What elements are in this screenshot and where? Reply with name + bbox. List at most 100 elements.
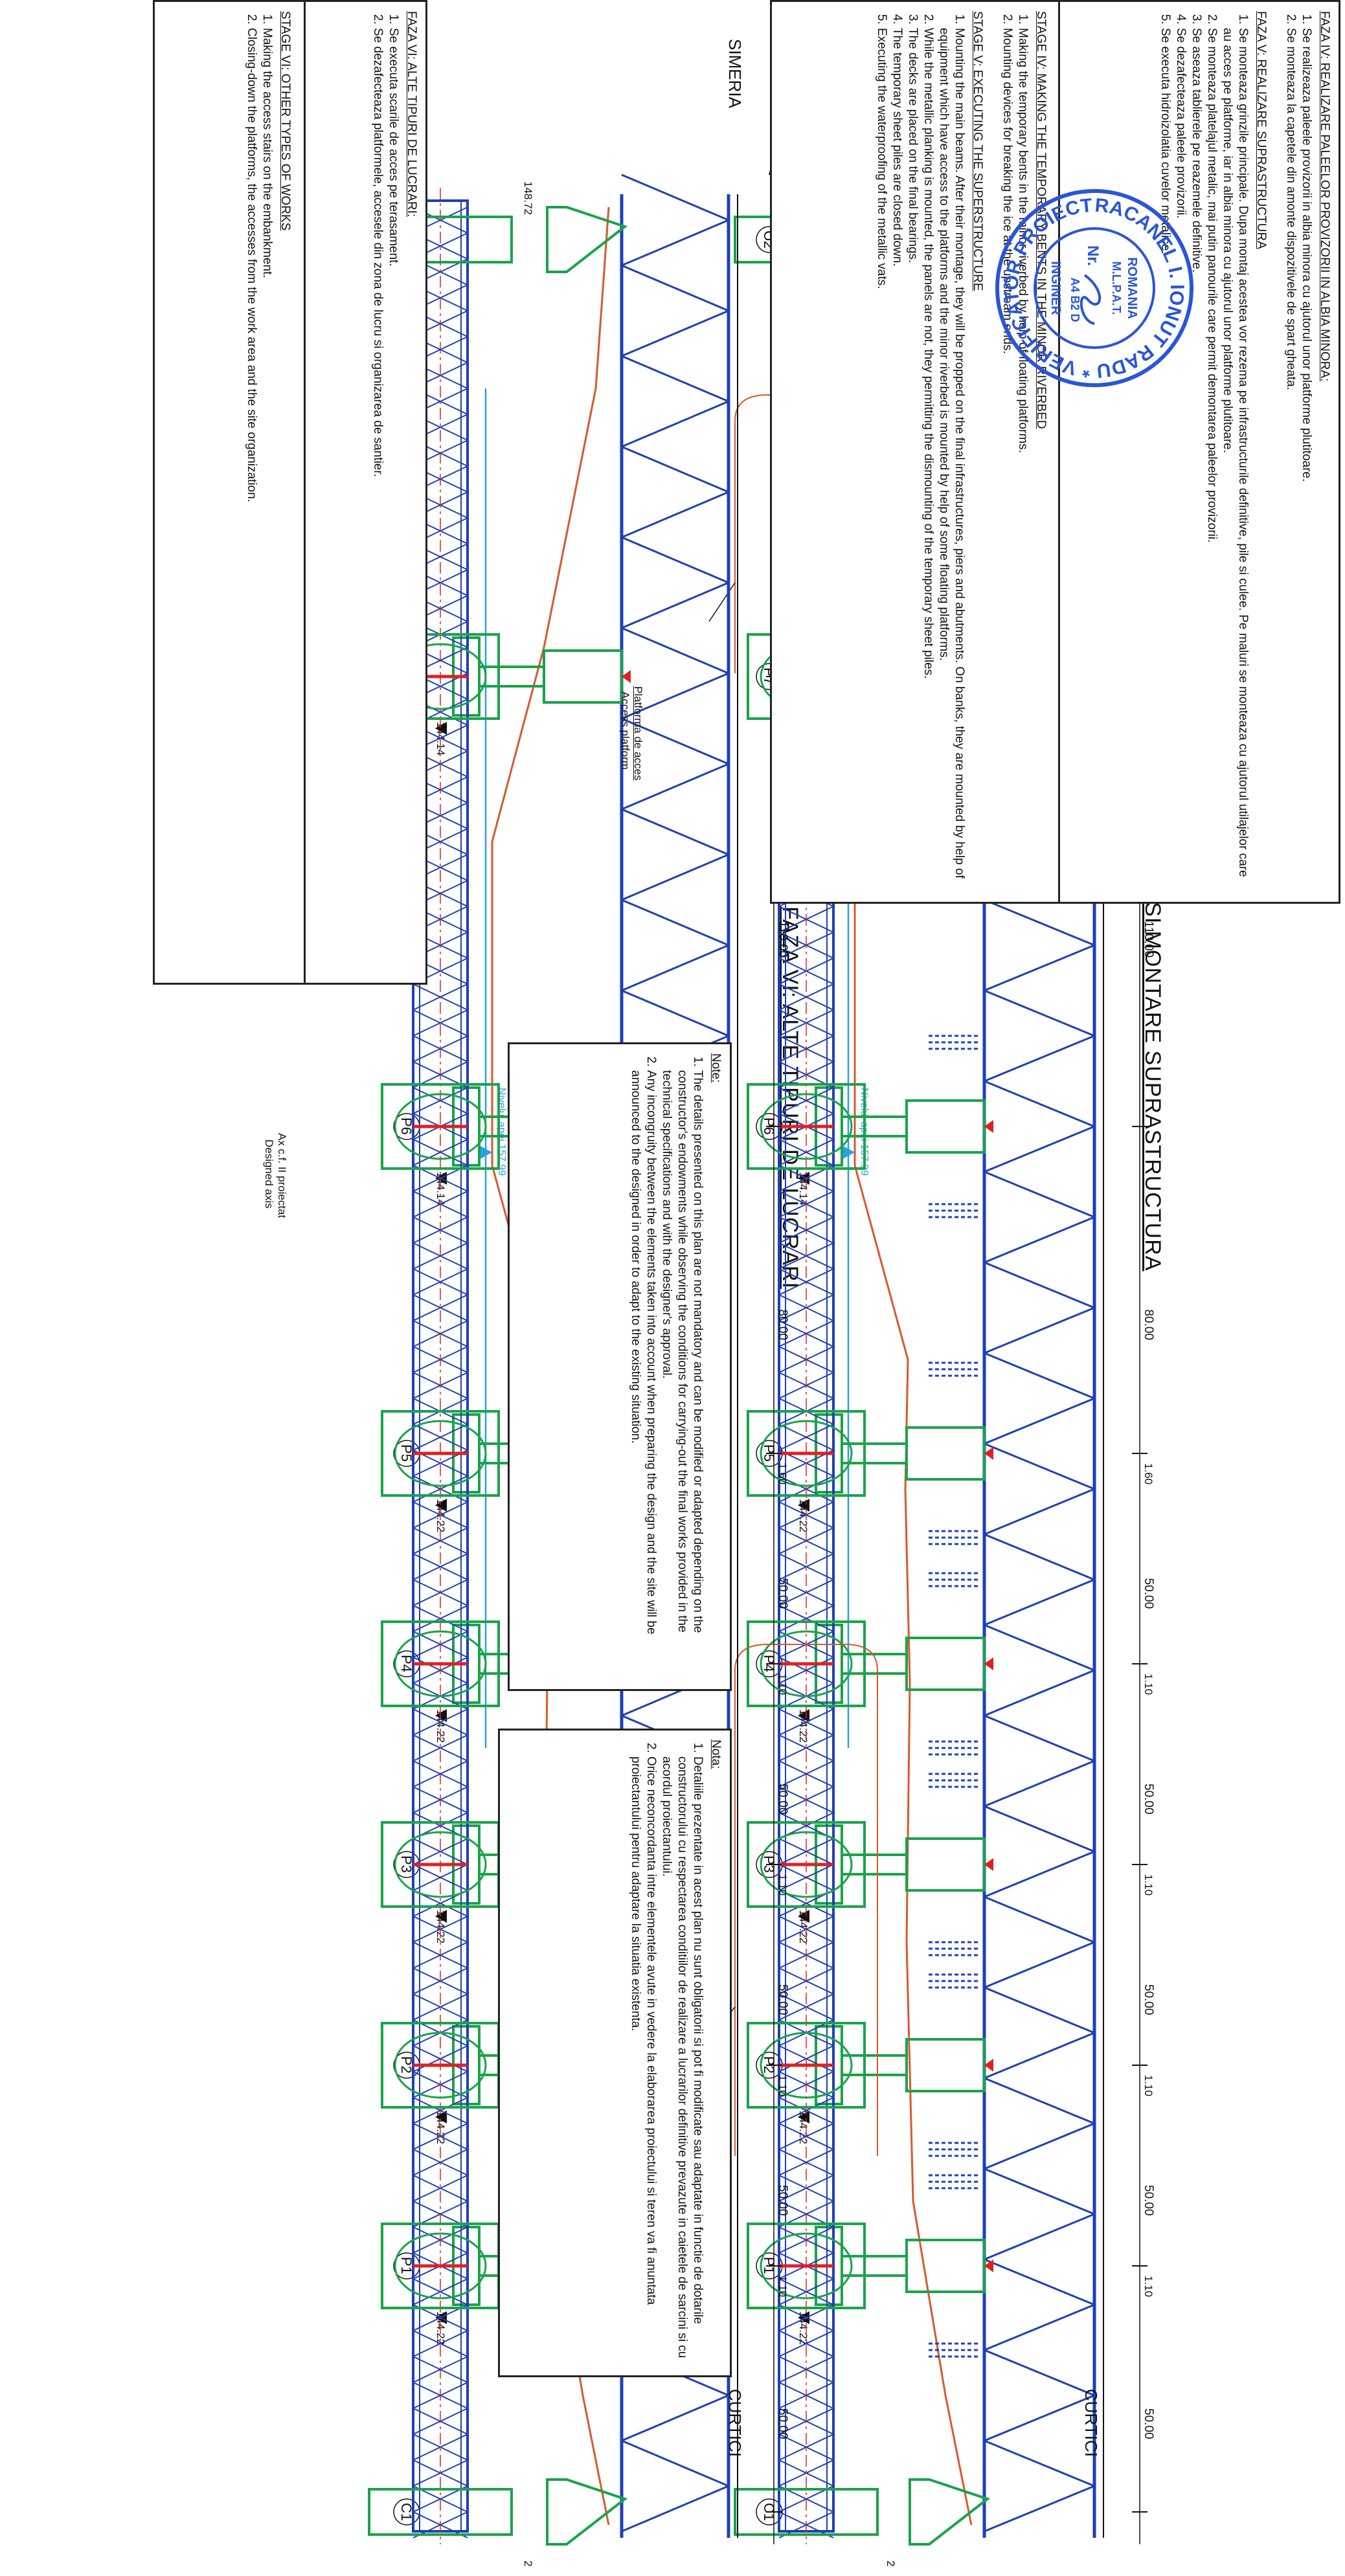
- note-en-box: Note: The details presented on this plan…: [508, 1042, 732, 1691]
- abutment: [546, 206, 628, 273]
- abutment: [546, 2478, 628, 2546]
- truss-diagonal: [984, 1941, 1095, 1989]
- pier-plan-outline: [747, 2022, 866, 2109]
- bracing-diagonal: [413, 1993, 468, 2021]
- bearing: [984, 1657, 993, 1670]
- bracing-diagonal: [413, 2330, 468, 2357]
- pier-plan-outline: [381, 1620, 500, 1707]
- truss-diagonal: [984, 1170, 1095, 1218]
- truss-diagonal: [621, 445, 729, 493]
- pier-plan-shaft: [760, 2232, 853, 2300]
- gap-label: 1.10: [1142, 1874, 1155, 1896]
- bracing-diagonal: [778, 2278, 834, 2305]
- span-label: 80.00: [1142, 1310, 1155, 1341]
- bracing-diagonal: [778, 958, 834, 985]
- truss-diagonal: [621, 763, 729, 811]
- bracing-diagonal: [413, 2175, 468, 2202]
- stamp-inner-ring: [1034, 227, 1155, 349]
- bracing-diagonal: [778, 1993, 834, 2021]
- bearing: [622, 670, 631, 683]
- note-en-note: Note: The details presented on this plan…: [627, 1053, 723, 1679]
- truss-diagonal: [984, 1488, 1095, 1536]
- truss-diagonal: [984, 1533, 1095, 1581]
- support-label: P3: [398, 1855, 414, 1873]
- bracing-diagonal: [778, 1553, 834, 1580]
- platform-leader: [708, 582, 736, 622]
- support-label: P6: [398, 1117, 414, 1135]
- bearing: [984, 2259, 993, 2272]
- span-label: 80.00: [776, 1310, 789, 1341]
- truss-diagonal: [984, 1624, 1095, 1672]
- support-label-circle: [756, 2498, 783, 2526]
- truss-diagonal: [984, 1442, 1095, 1490]
- truss-diagonal: [621, 627, 729, 675]
- pier-plan-shaft: [394, 2232, 487, 2300]
- truss-diagonal: [621, 309, 729, 357]
- truss-diagonal: [621, 989, 729, 1037]
- bracing-diagonal: [778, 2434, 834, 2461]
- truss-diagonal: [621, 2485, 729, 2533]
- truss-diagonal: [984, 2122, 1095, 2170]
- truss-diagonal: [984, 1397, 1095, 1445]
- truss-diagonal: [984, 2167, 1095, 2215]
- span-label: 50.00: [1142, 2408, 1155, 2439]
- truss-diagonal: [984, 899, 1095, 946]
- bracing-diagonal: [778, 2175, 834, 2202]
- gap-label: 1.10: [1142, 2276, 1155, 2297]
- elevation-marker: [435, 1910, 447, 1923]
- truss-diagonal: [984, 1261, 1095, 1309]
- bracing-diagonal: [413, 1553, 468, 1580]
- truss-diagonal: [984, 1306, 1095, 1354]
- truss-diagonal: [984, 1760, 1095, 1808]
- elevation-marker: [435, 2111, 447, 2123]
- span-label: 50.00: [1142, 1984, 1155, 2015]
- pier-plan-shaft: [394, 1420, 487, 1487]
- truss-diagonal: [984, 1986, 1095, 2034]
- truss-diagonal: [984, 2032, 1095, 2079]
- truss-diagonal: [621, 899, 729, 946]
- truss-diagonal: [984, 1669, 1095, 1717]
- span-label: 50.00: [776, 2185, 789, 2216]
- truss-diagonal: [984, 1896, 1095, 1943]
- water-level-marker: [478, 1145, 492, 1160]
- truss-diagonal: [621, 717, 729, 765]
- truss-diagonal: [984, 944, 1095, 992]
- gap-label: 1.10: [776, 1874, 789, 1896]
- stamp-signature: [1079, 274, 1102, 325]
- stamp-code: A4 B2 D: [1068, 277, 1081, 322]
- support-label: P5: [398, 1444, 414, 1462]
- span-label: 110.00: [1142, 921, 1155, 958]
- bracing-diagonal: [778, 1009, 834, 1036]
- pier-plan-outline: [381, 1083, 500, 1170]
- truss-diagonal: [621, 2439, 729, 2487]
- support-label: C1: [398, 2503, 414, 2521]
- elevation-marker: [435, 1709, 447, 1722]
- truss-diagonal: [621, 808, 729, 856]
- pier-plan-shaft: [394, 1630, 487, 1697]
- stamp-number-label: Nr.: [1084, 245, 1102, 266]
- pier-plan-outline: [747, 2223, 866, 2309]
- abutment-plan: [368, 2488, 513, 2536]
- truss-diagonal: [984, 2349, 1095, 2397]
- truss-diagonal: [621, 536, 729, 584]
- gap-label: 1.10: [776, 2276, 789, 2297]
- note-en-title: Note:: [709, 1053, 723, 1083]
- truss-diagonal: [984, 1714, 1095, 1762]
- truss-diagonal: [984, 2303, 1095, 2351]
- gap-label: 1.10: [776, 2075, 789, 2096]
- bearing: [984, 2059, 993, 2072]
- bearing: [984, 1447, 993, 1460]
- pier-plan-shaft: [760, 1831, 853, 1898]
- truss-diagonal: [984, 989, 1095, 1037]
- bracing-diagonal: [413, 1734, 468, 1762]
- pier-plan-outline: [381, 1410, 500, 1497]
- truss-diagonal: [984, 1125, 1095, 1173]
- span-label: 50.00: [776, 1984, 789, 2015]
- truss-diagonal: [621, 672, 729, 720]
- bracing-diagonal: [778, 1838, 834, 1865]
- truss-diagonal: [984, 1035, 1095, 1082]
- stamp-profession: INGINER: [1048, 261, 1063, 315]
- truss-diagonal: [984, 2258, 1095, 2306]
- abutment-plan: [734, 2488, 879, 2536]
